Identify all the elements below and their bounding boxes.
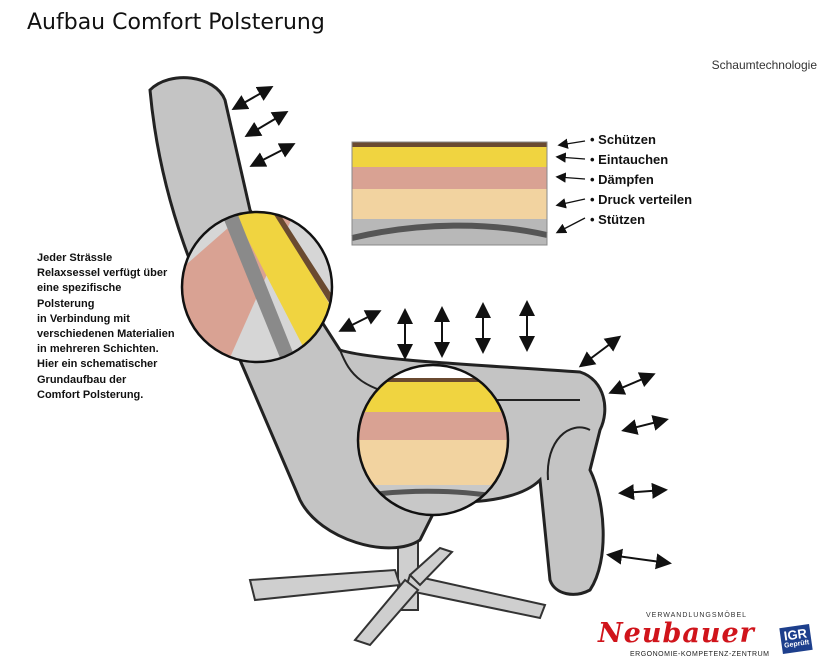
pressure-arrows bbox=[231, 86, 672, 570]
chair-base bbox=[248, 539, 547, 647]
layer-legend: • Schützen • Eintauchen • Dämpfen • Druc… bbox=[590, 130, 692, 230]
description-line: eine spezifische bbox=[37, 282, 122, 295]
description-line: Jeder Strässle bbox=[37, 252, 113, 264]
description-line: in Verbindung mit bbox=[37, 312, 130, 325]
igr-badge: IGR Geprüft bbox=[779, 624, 813, 654]
subtitle: Schaumtechnologie bbox=[711, 58, 817, 72]
legend-pointers bbox=[555, 138, 586, 234]
description-line: Polsterung bbox=[37, 297, 95, 310]
legend-item-stuetzen: • Stützen bbox=[590, 212, 646, 227]
legend-item-schuetzen: • Schützen bbox=[590, 132, 656, 147]
legend-item-druck-verteilen: • Druck verteilen bbox=[590, 192, 693, 207]
neubauer-logo: VERWANDLUNGSMÖBEL Neubauer ERGONOMIE-KOM… bbox=[596, 612, 824, 662]
description-line: Relaxsessel verfügt über bbox=[37, 267, 168, 280]
layer-box bbox=[351, 141, 548, 246]
zoom-circle-back bbox=[180, 210, 334, 364]
legend-item-daempfen: • Dämpfen bbox=[590, 172, 654, 187]
description-line: Comfort Polsterung. bbox=[37, 388, 144, 401]
logo-top-text: VERWANDLUNGSMÖBEL bbox=[646, 612, 748, 619]
description-line: in mehreren Schichten. bbox=[37, 343, 159, 356]
description-line: Grundaufbau der bbox=[37, 373, 127, 386]
page-title: Aufbau Comfort Polsterung bbox=[27, 10, 325, 35]
description-line: verschiedenen Materialien bbox=[37, 328, 175, 341]
description-text: Jeder Strässle Relaxsessel verfügt über … bbox=[37, 251, 197, 403]
logo-brand: Neubauer bbox=[598, 618, 755, 649]
description-line: Hier ein schematischer bbox=[37, 358, 158, 371]
logo-tagline: ERGONOMIE-KOMPETENZ-ZENTRUM bbox=[630, 651, 770, 658]
legend-item-eintauchen: • Eintauchen bbox=[590, 152, 669, 167]
